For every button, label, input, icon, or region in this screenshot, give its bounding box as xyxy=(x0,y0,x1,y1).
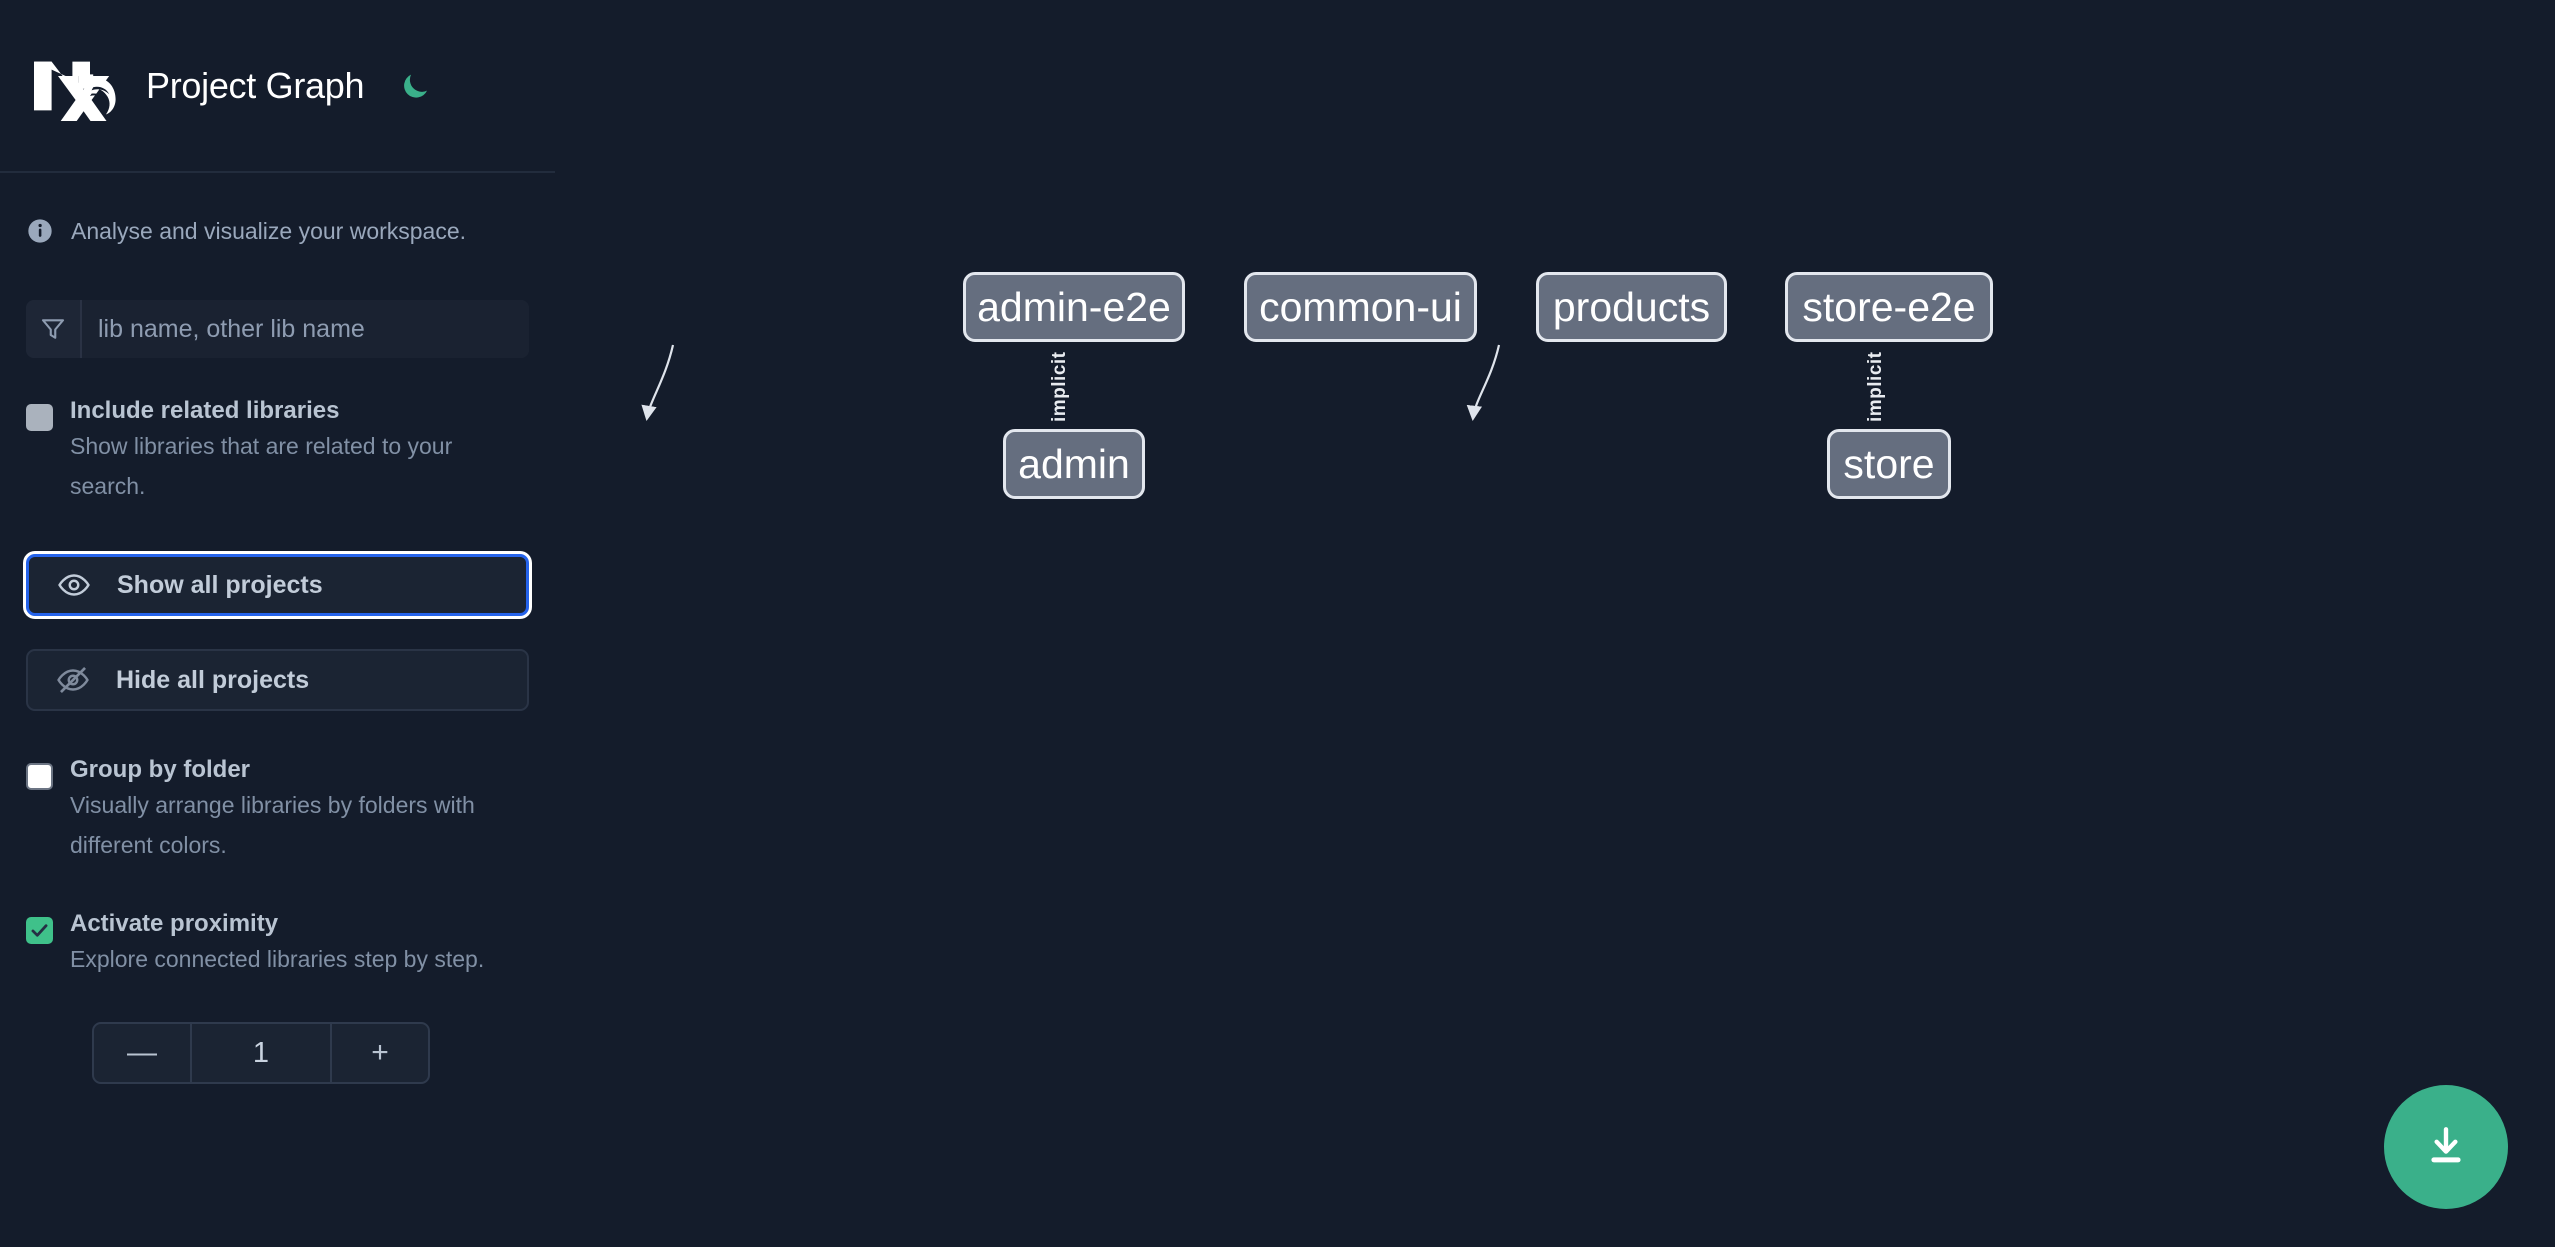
graph-node-admin-e2e[interactable]: admin-e2e xyxy=(963,272,1185,342)
graph-node-admin[interactable]: admin xyxy=(1003,429,1145,499)
hide-all-projects-button[interactable]: Hide all projects xyxy=(26,649,529,711)
option-description: Show libraries that are related to your … xyxy=(70,433,453,499)
proximity-decrement-button[interactable]: — xyxy=(94,1024,192,1082)
show-all-projects-button[interactable]: Show all projects xyxy=(26,554,529,616)
filter-funnel-icon xyxy=(26,300,82,358)
graph-node-label: store xyxy=(1843,440,1935,487)
download-graph-button[interactable] xyxy=(2384,1085,2508,1209)
sidebar-body: Analyse and visualize your workspace. In… xyxy=(0,173,555,1084)
graph-node-common-ui[interactable]: common-ui xyxy=(1244,272,1477,342)
edge-label-store: implicit xyxy=(1865,351,1886,422)
graph-node-label: store-e2e xyxy=(1802,283,1976,330)
graph-node-label: common-ui xyxy=(1259,283,1462,330)
check-icon xyxy=(31,924,48,937)
graph-edges xyxy=(641,344,1501,422)
option-include-related-libraries[interactable]: Include related libraries Show libraries… xyxy=(0,396,555,506)
edge-admin-e2e-to-admin xyxy=(641,344,675,422)
nx-logo-icon xyxy=(34,61,116,121)
search-input[interactable] xyxy=(82,300,529,358)
graph-node-label: admin-e2e xyxy=(977,283,1171,330)
eye-off-icon xyxy=(57,667,89,693)
edge-store-e2e-to-store xyxy=(1466,344,1501,422)
sidebar: Project Graph Analyse and visualize your… xyxy=(0,0,555,1247)
show-all-projects-label: Show all projects xyxy=(117,570,323,599)
eye-icon xyxy=(58,574,90,596)
option-label: Include related libraries xyxy=(70,397,340,424)
graph-node-label: admin xyxy=(1018,440,1130,487)
download-icon xyxy=(2431,1127,2461,1163)
proximity-increment-button[interactable]: + xyxy=(330,1024,428,1082)
sidebar-header: Project Graph xyxy=(0,0,555,173)
graph-node-products[interactable]: products xyxy=(1536,272,1727,342)
option-label: Group by folder xyxy=(70,756,250,783)
option-description: Visually arrange libraries by folders wi… xyxy=(70,792,475,858)
checkbox-activate-proximity[interactable] xyxy=(26,917,53,944)
moon-icon[interactable] xyxy=(394,65,436,107)
edge-label-admin: implicit xyxy=(1049,351,1070,422)
option-group-by-folder[interactable]: Group by folder Visually arrange librari… xyxy=(0,755,555,865)
page-title: Project Graph xyxy=(146,64,365,106)
info-circle-icon xyxy=(28,219,52,243)
proximity-stepper: — 1 + xyxy=(92,1022,430,1084)
graph-node-label: products xyxy=(1552,283,1711,330)
checkbox-include-related-libraries[interactable] xyxy=(26,404,53,431)
proximity-value: 1 xyxy=(252,1036,270,1069)
option-activate-proximity[interactable]: Activate proximity Explore connected lib… xyxy=(0,909,555,979)
project-graph-canvas[interactable]: admin-e2e common-ui products store-e2e admin… xyxy=(555,0,2555,1247)
option-label: Activate proximity xyxy=(70,910,279,937)
hide-all-projects-label: Hide all projects xyxy=(116,665,310,694)
workspace-info-label: Analyse and visualize your workspace. xyxy=(71,217,467,244)
option-description: Explore connected libraries step by step… xyxy=(70,946,485,972)
workspace-info: Analyse and visualize your workspace. xyxy=(0,173,555,245)
search-field[interactable] xyxy=(26,300,529,358)
graph-node-store-e2e[interactable]: store-e2e xyxy=(1785,272,1993,342)
graph-node-store[interactable]: store xyxy=(1827,429,1951,499)
checkbox-group-by-folder[interactable] xyxy=(26,763,53,790)
